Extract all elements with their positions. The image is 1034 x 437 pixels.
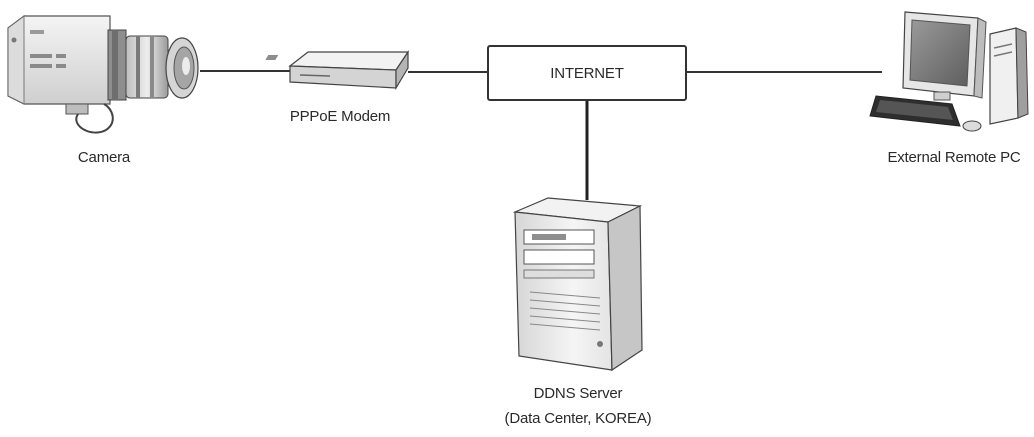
- ddns-label-line1: DDNS Server: [533, 385, 623, 402]
- modem-icon: [265, 50, 410, 91]
- server-icon: [512, 197, 643, 372]
- modem-label: PPPoE Modem: [289, 108, 391, 125]
- camera-label: Camera: [77, 149, 131, 166]
- pc-label: External Remote PC: [887, 149, 1021, 166]
- ddns-label-line2: (Data Center, KOREA): [504, 410, 652, 427]
- pc-icon: [869, 11, 1029, 132]
- camera-icon: [7, 15, 199, 134]
- internet-node: INTERNET: [487, 45, 687, 101]
- internet-label: INTERNET: [550, 64, 624, 82]
